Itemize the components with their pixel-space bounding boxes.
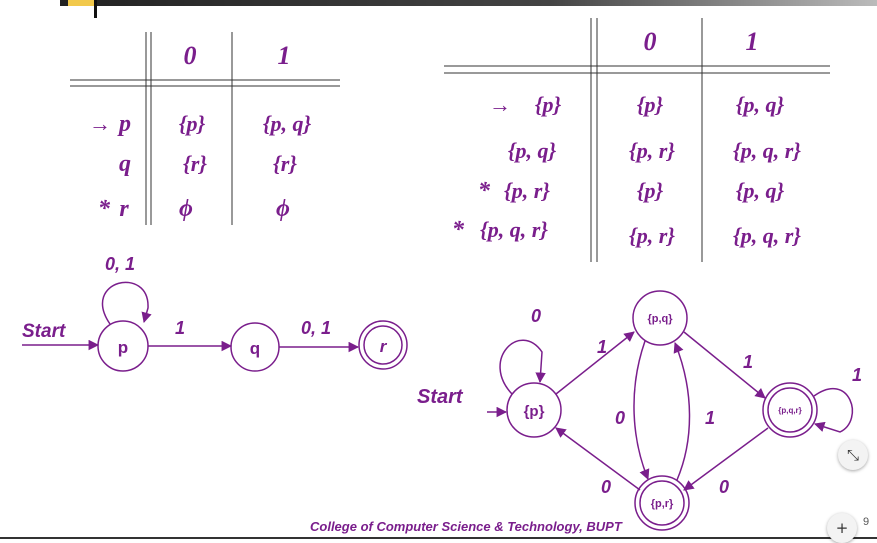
- top-bar: [60, 0, 877, 6]
- row-mark-accept: *: [98, 196, 111, 222]
- edge-label: 0: [615, 408, 625, 428]
- accept-ring: [767, 387, 813, 433]
- cell: {r}: [273, 151, 297, 176]
- transition-edge: [683, 427, 769, 491]
- state-label: {p}: [524, 403, 545, 420]
- cell: ϕ: [276, 196, 290, 222]
- transition-edge: [555, 427, 641, 491]
- state-label: p: [118, 338, 128, 357]
- self-loop-edge: [813, 388, 854, 433]
- edge-label: 0: [601, 477, 611, 497]
- state-node: [506, 382, 562, 438]
- row-mark-start: →: [89, 111, 111, 136]
- cell: {p, q, r}: [733, 223, 801, 248]
- transition-edge: [555, 331, 635, 395]
- cell: {p, q}: [736, 178, 785, 203]
- self-loop-edge: [499, 339, 546, 395]
- transition-edge: [673, 342, 691, 481]
- cell: {p, r}: [629, 223, 675, 248]
- self-loop-edge: [101, 281, 152, 325]
- cell: {p}: [637, 92, 664, 117]
- cell: ϕ: [179, 196, 193, 222]
- row-mark-accept: *: [478, 178, 491, 204]
- header-1: 1: [278, 41, 291, 70]
- row-state: {p, q}: [508, 138, 557, 163]
- row-state: {p, r}: [504, 178, 550, 203]
- row-state: {p, q, r}: [480, 217, 548, 242]
- bottom-divider: [0, 537, 877, 539]
- header-0: 0: [184, 41, 197, 70]
- cell: {p}: [637, 178, 664, 203]
- row-state: r: [119, 196, 129, 222]
- edge-label: 1: [705, 408, 715, 428]
- nfa-state-diagram: [22, 281, 408, 372]
- dfa-state-diagram: [487, 290, 854, 531]
- collapse-icon: ⤡: [846, 446, 859, 464]
- transition-edge: [683, 331, 766, 399]
- cell: {p, q}: [263, 111, 312, 136]
- transition-edge: [633, 340, 650, 480]
- edge-label: 1: [175, 318, 185, 338]
- dfa-transition-table: 0 1 → {p} {p} {p, q} {p, q} {p, r} {p, q…: [444, 18, 830, 262]
- state-label: q: [250, 339, 260, 358]
- edge-label: 0: [531, 306, 541, 326]
- cell: {p}: [179, 111, 206, 136]
- row-mark-accept: *: [452, 217, 465, 243]
- row-state: p: [117, 111, 131, 137]
- cell: {p, q}: [736, 92, 785, 117]
- state-node: [634, 475, 690, 531]
- state-label: {p,r}: [651, 498, 674, 510]
- header-1: 1: [746, 27, 759, 56]
- edge-label: 1: [743, 352, 753, 372]
- top-bar-tick: [94, 0, 97, 18]
- accept-ring: [363, 325, 403, 365]
- edge-label: 1: [597, 337, 607, 357]
- nfa-transition-table: 0 1 → p {p} {p, q} q {r} {r} * r ϕ ϕ: [70, 32, 340, 225]
- edge-label: 0, 1: [301, 318, 331, 338]
- page-number: 9: [863, 516, 870, 528]
- state-label: {p,q,r}: [778, 406, 802, 415]
- cell: {p, r}: [629, 138, 675, 163]
- start-label: Start: [417, 386, 464, 408]
- state-node: [762, 382, 818, 438]
- cell: {p, q, r}: [733, 138, 801, 163]
- top-bar-accent: [68, 0, 94, 6]
- row-state: q: [119, 151, 131, 177]
- edge-label: 0: [719, 477, 729, 497]
- footer-institution: College of Computer Science & Technology…: [310, 519, 622, 534]
- state-label: {p,q}: [647, 313, 673, 325]
- edge-label: 0, 1: [105, 254, 135, 274]
- row-state: {p}: [535, 92, 562, 117]
- row-mark-start: →: [489, 92, 511, 117]
- edge-label: 1: [852, 365, 862, 385]
- accept-ring: [639, 480, 685, 526]
- state-label: r: [380, 337, 388, 356]
- cell: {r}: [183, 151, 207, 176]
- header-0: 0: [644, 27, 657, 56]
- state-node: [358, 320, 408, 370]
- plus-icon: +: [835, 519, 849, 537]
- start-label: Start: [22, 321, 66, 342]
- collapse-button[interactable]: ⤡: [838, 440, 868, 470]
- state-node: [632, 290, 688, 346]
- zoom-in-button[interactable]: +: [827, 513, 857, 543]
